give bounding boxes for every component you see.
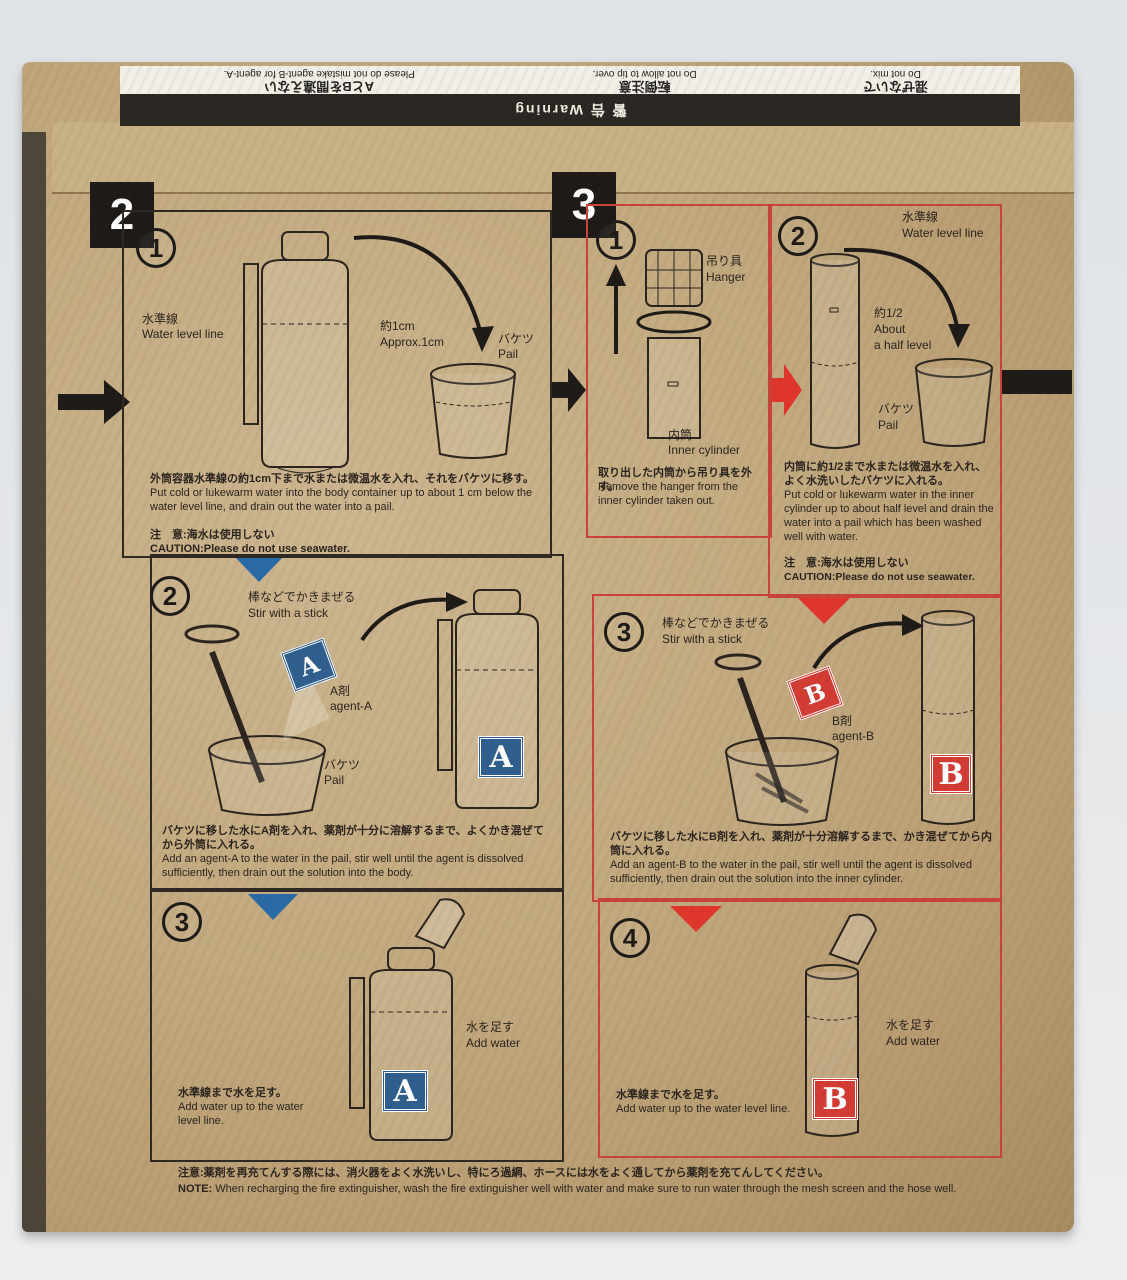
- arrow-down-red-icon: [798, 598, 850, 624]
- step-3-1-desc-en: Remove the hanger from the inner cylinde…: [598, 481, 739, 507]
- water-level-label-en: Water level line: [142, 327, 224, 341]
- warning-cell-tip: 転倒注意 Do not allow to tip over.: [520, 66, 772, 94]
- pail-label-3-en: Pail: [878, 418, 899, 432]
- arrow-down-red-icon: [670, 906, 722, 932]
- step-3-4-number: 4: [610, 918, 650, 958]
- inner-cylinder-hanger-illustration: [606, 249, 712, 439]
- step-3-2-frame: [768, 204, 1002, 598]
- note-en-text: When recharging the fire extinguisher, w…: [215, 1183, 957, 1195]
- pail-label-2-en: Pail: [324, 773, 345, 787]
- inner-cylinder-illustration: [810, 253, 860, 449]
- agent-b-label-en: agent-B: [832, 729, 875, 743]
- warning-band: 警 告 Warning 混ぜないで Do not mix. 転倒注意 Do no…: [120, 66, 1020, 126]
- step-3-4-desc-en: Add water up to the water level line.: [616, 1103, 791, 1115]
- box-side-edge: [22, 132, 46, 1232]
- step-3-1-desc-jp: 取り出した内筒から吊り具を外す。: [598, 467, 752, 493]
- curved-arrow-icon: [812, 614, 924, 670]
- step-3-3-desc-en: Add an agent-B to the water in the pail,…: [610, 859, 972, 885]
- step-3-1-number: 1: [596, 220, 636, 260]
- half-label-jp: 約1/2: [874, 306, 903, 320]
- stir-label-en: Stir with a stick: [248, 606, 329, 620]
- step-2-3-frame: [150, 888, 564, 1162]
- half-label-en-2: a half level: [874, 338, 932, 352]
- step-3-2-desc-jp: 内筒に約1/2まで水または微温水を入れ、よく水洗いしたバケツに入れる。: [784, 461, 987, 487]
- agent-a-label-jp: A剤: [330, 684, 351, 698]
- arrow-right-icon: [1002, 370, 1072, 394]
- step-2-3-number: 3: [162, 902, 202, 942]
- stir-label-3-jp: 棒などでかきまぜる: [662, 616, 770, 630]
- warning-title: 警 告 Warning: [513, 102, 627, 118]
- arrow-right-icon: [550, 368, 586, 412]
- curved-arrow-icon: [843, 247, 970, 348]
- water-level-label-3-en: Water level line: [902, 226, 984, 240]
- pail-label-2-jp: バケツ: [324, 758, 361, 772]
- step-3-3-frame: [592, 594, 1002, 902]
- water-level-label-3-jp: 水準線: [902, 210, 939, 224]
- pail-illustration: [430, 363, 516, 459]
- agent-b-label-badge-2: B: [812, 1078, 858, 1120]
- add-water-label-3-jp: 水を足す: [886, 1018, 935, 1032]
- step-2-1-desc-en: Put cold or lukewarm water into the body…: [150, 487, 533, 513]
- cardboard-box: 警 告 Warning 混ぜないで Do not mix. 転倒注意 Do no…: [22, 62, 1074, 1232]
- arrow-right-icon: [58, 380, 130, 424]
- warning-cell-mix: 混ぜないで Do not mix.: [771, 66, 1020, 94]
- agent-a-label-badge: A: [478, 736, 524, 778]
- half-label-en-1: About: [874, 322, 906, 336]
- note-jp: 注意:薬剤を再充てんする際には、消火器をよく水洗いし、特にろ過網、ホースには水を…: [178, 1167, 829, 1179]
- step-2-2-number: 2: [150, 576, 190, 616]
- step-2-2-desc-en: Add an agent-A to the water in the pail,…: [162, 853, 524, 879]
- stir-pail-b-illustration: [714, 653, 839, 826]
- water-level-label-jp: 水準線: [142, 312, 179, 326]
- agent-a-label-badge-2: A: [382, 1070, 428, 1112]
- hanger-label-jp: 吊り具: [706, 254, 743, 268]
- hanger-label-en: Hanger: [706, 270, 746, 284]
- warning-cell-mistake: AとBを間違えない Please do not mistake agent-B …: [120, 66, 521, 94]
- pail-label-3-jp: バケツ: [878, 402, 915, 416]
- agent-a-label-en: agent-A: [330, 699, 373, 713]
- note-en-label: NOTE:: [178, 1183, 213, 1195]
- step-2-3-desc-jp: 水準線まで水を足す。: [178, 1087, 287, 1099]
- add-water-label-en: Add water: [466, 1036, 521, 1050]
- step-3-3-number: 3: [604, 612, 644, 652]
- curved-arrow-icon: [360, 592, 468, 642]
- arrow-down-blue-icon: [236, 558, 282, 582]
- step-3-2-caution-en: CAUTION:Please do not use seawater.: [784, 571, 975, 583]
- body-container-illustration: [243, 231, 349, 474]
- approx-label-jp: 約1cm: [380, 319, 415, 333]
- approx-label-en: Approx.1cm: [380, 335, 445, 349]
- arrow-down-blue-icon: [248, 894, 298, 920]
- step-3-3-desc-jp: バケツに移した水にB剤を入れ、薬剤が十分溶解するまで、かき混ぜてから内筒に入れる…: [610, 831, 992, 857]
- step-2-1-desc-jp: 外筒容器水準線の約1cm下まで水または微温水を入れ、それをバケツに移す。: [150, 473, 535, 485]
- step-2-1-caution-jp: 注 意:海水は使用しない: [150, 529, 275, 541]
- step-2-2-desc-jp: バケツに移した水にA剤を入れ、薬剤が十分に溶解するまで、よくかき混ぜてから外筒に…: [162, 825, 544, 851]
- step-3-4-frame: [598, 898, 1002, 1158]
- step-3-2-desc-en: Put cold or lukewarm water in the inner …: [784, 489, 994, 543]
- curved-arrow-icon: [353, 235, 494, 352]
- arrow-right-red-icon: [770, 364, 802, 416]
- agent-b-label-jp: B剤: [832, 714, 853, 728]
- step-2-2-frame: [150, 554, 564, 892]
- step-3-2-number: 2: [778, 216, 818, 256]
- step-2-1-caution-en: CAUTION:Please do not use seawater.: [150, 543, 350, 555]
- stir-label-jp: 棒などでかきまぜる: [248, 590, 356, 604]
- pail-illustration: [915, 358, 993, 447]
- pail-label-jp: バケツ: [498, 332, 535, 346]
- add-water-label-jp: 水を足す: [466, 1020, 515, 1034]
- note-en: NOTE: When recharging the fire extinguis…: [178, 1182, 1048, 1196]
- pail-label-en: Pail: [498, 347, 519, 361]
- inner-cylinder-label-en: Inner cylinder: [668, 443, 741, 457]
- step-2-3-desc-en: Add water up to the water level line.: [178, 1101, 304, 1127]
- step-2-1-number: 1: [136, 228, 176, 268]
- step-3-4-desc-jp: 水準線まで水を足す。: [616, 1089, 725, 1101]
- step-3-1-frame: [586, 204, 772, 538]
- stir-pail-illustration: [184, 624, 330, 816]
- inner-cylinder-label-jp: 内筒: [668, 428, 693, 442]
- step-3-2-caution-jp: 注 意:海水は使用しない: [784, 557, 909, 569]
- agent-b-label-badge: B: [930, 754, 972, 794]
- stir-label-3-en: Stir with a stick: [662, 632, 743, 646]
- inner-cylinder-b-illustration: [921, 610, 975, 825]
- add-water-label-3-en: Add water: [886, 1034, 941, 1048]
- step-2-1-frame: [122, 210, 552, 558]
